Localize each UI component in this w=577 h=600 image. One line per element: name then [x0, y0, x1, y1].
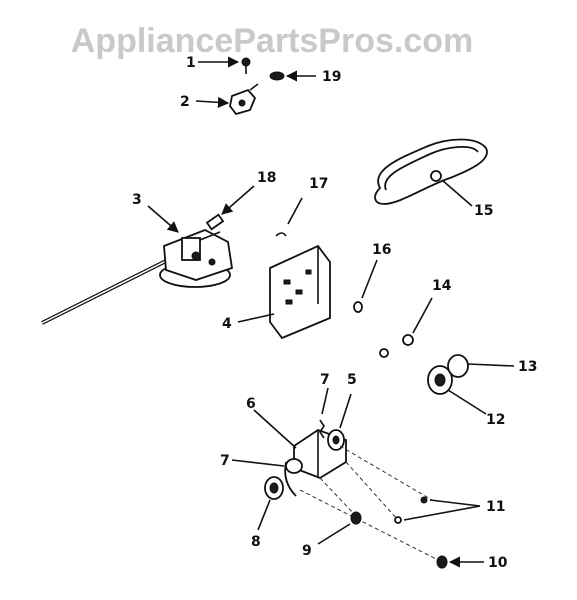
- part-19-clip: [269, 71, 285, 81]
- leader-16: [361, 259, 378, 299]
- leader-13: [467, 363, 515, 367]
- alignment-lines: [299, 445, 443, 563]
- leader-6: [253, 409, 297, 449]
- callout-8: 8: [251, 534, 261, 550]
- callout-7b: 7: [220, 453, 230, 469]
- leader-8: [257, 499, 271, 531]
- callout-14: 14: [432, 278, 452, 294]
- part-11-screws: [394, 496, 428, 524]
- callout-6: 6: [246, 396, 256, 412]
- leader-17: [287, 197, 303, 225]
- part-2-bracket: [229, 83, 259, 116]
- leader-2: [195, 96, 230, 108]
- watermark-text: AppliancePartsPros.com: [71, 22, 473, 60]
- part-5-switch-knob: [327, 429, 345, 451]
- callout-15: 15: [474, 203, 493, 219]
- part-15-element-loop: [374, 138, 488, 205]
- part-18-connector: [205, 213, 225, 231]
- callout-2: 2: [180, 94, 190, 110]
- callout-5: 5: [347, 372, 357, 388]
- callout-18: 18: [257, 170, 276, 186]
- part-12-knob: [427, 365, 453, 395]
- part-1-screw: [241, 57, 251, 74]
- leader-15: [441, 179, 473, 207]
- callout-7a: 7: [320, 372, 330, 388]
- leader-4: [237, 313, 275, 323]
- callout-4: 4: [222, 316, 232, 332]
- callout-12: 12: [486, 412, 505, 428]
- leader-14: [412, 297, 433, 334]
- leader-9: [317, 523, 351, 545]
- part-3-thermostat: [41, 229, 234, 325]
- leader-18: [221, 185, 255, 215]
- callout-9: 9: [302, 543, 312, 559]
- part-7-spring-lower: [285, 458, 303, 474]
- leader-7a: [321, 387, 329, 415]
- leader-7b: [231, 459, 285, 467]
- part-10-nut: [436, 555, 448, 569]
- leader-3: [147, 205, 179, 233]
- part-14-screw: [379, 334, 414, 358]
- callout-13: 13: [518, 359, 537, 375]
- leader-5: [339, 393, 352, 429]
- callout-1: 1: [186, 55, 196, 71]
- callout-16: 16: [372, 242, 391, 258]
- callout-3: 3: [132, 192, 142, 208]
- part-16-nut: [353, 301, 363, 313]
- part-17-clip: [275, 232, 287, 237]
- part-8-knob: [264, 476, 284, 500]
- part-4-bracket-plate: [269, 244, 331, 340]
- leader-12: [447, 389, 487, 415]
- part-13-skirt: [447, 354, 469, 378]
- callout-19: 19: [322, 69, 341, 85]
- leader-11b: [403, 505, 481, 521]
- leader-11a: [429, 499, 481, 507]
- callout-11: 11: [486, 499, 505, 515]
- callout-17: 17: [309, 176, 328, 192]
- part-7-spring-upper: [319, 419, 325, 439]
- part-9-nut: [350, 511, 362, 525]
- callout-10: 10: [488, 555, 508, 571]
